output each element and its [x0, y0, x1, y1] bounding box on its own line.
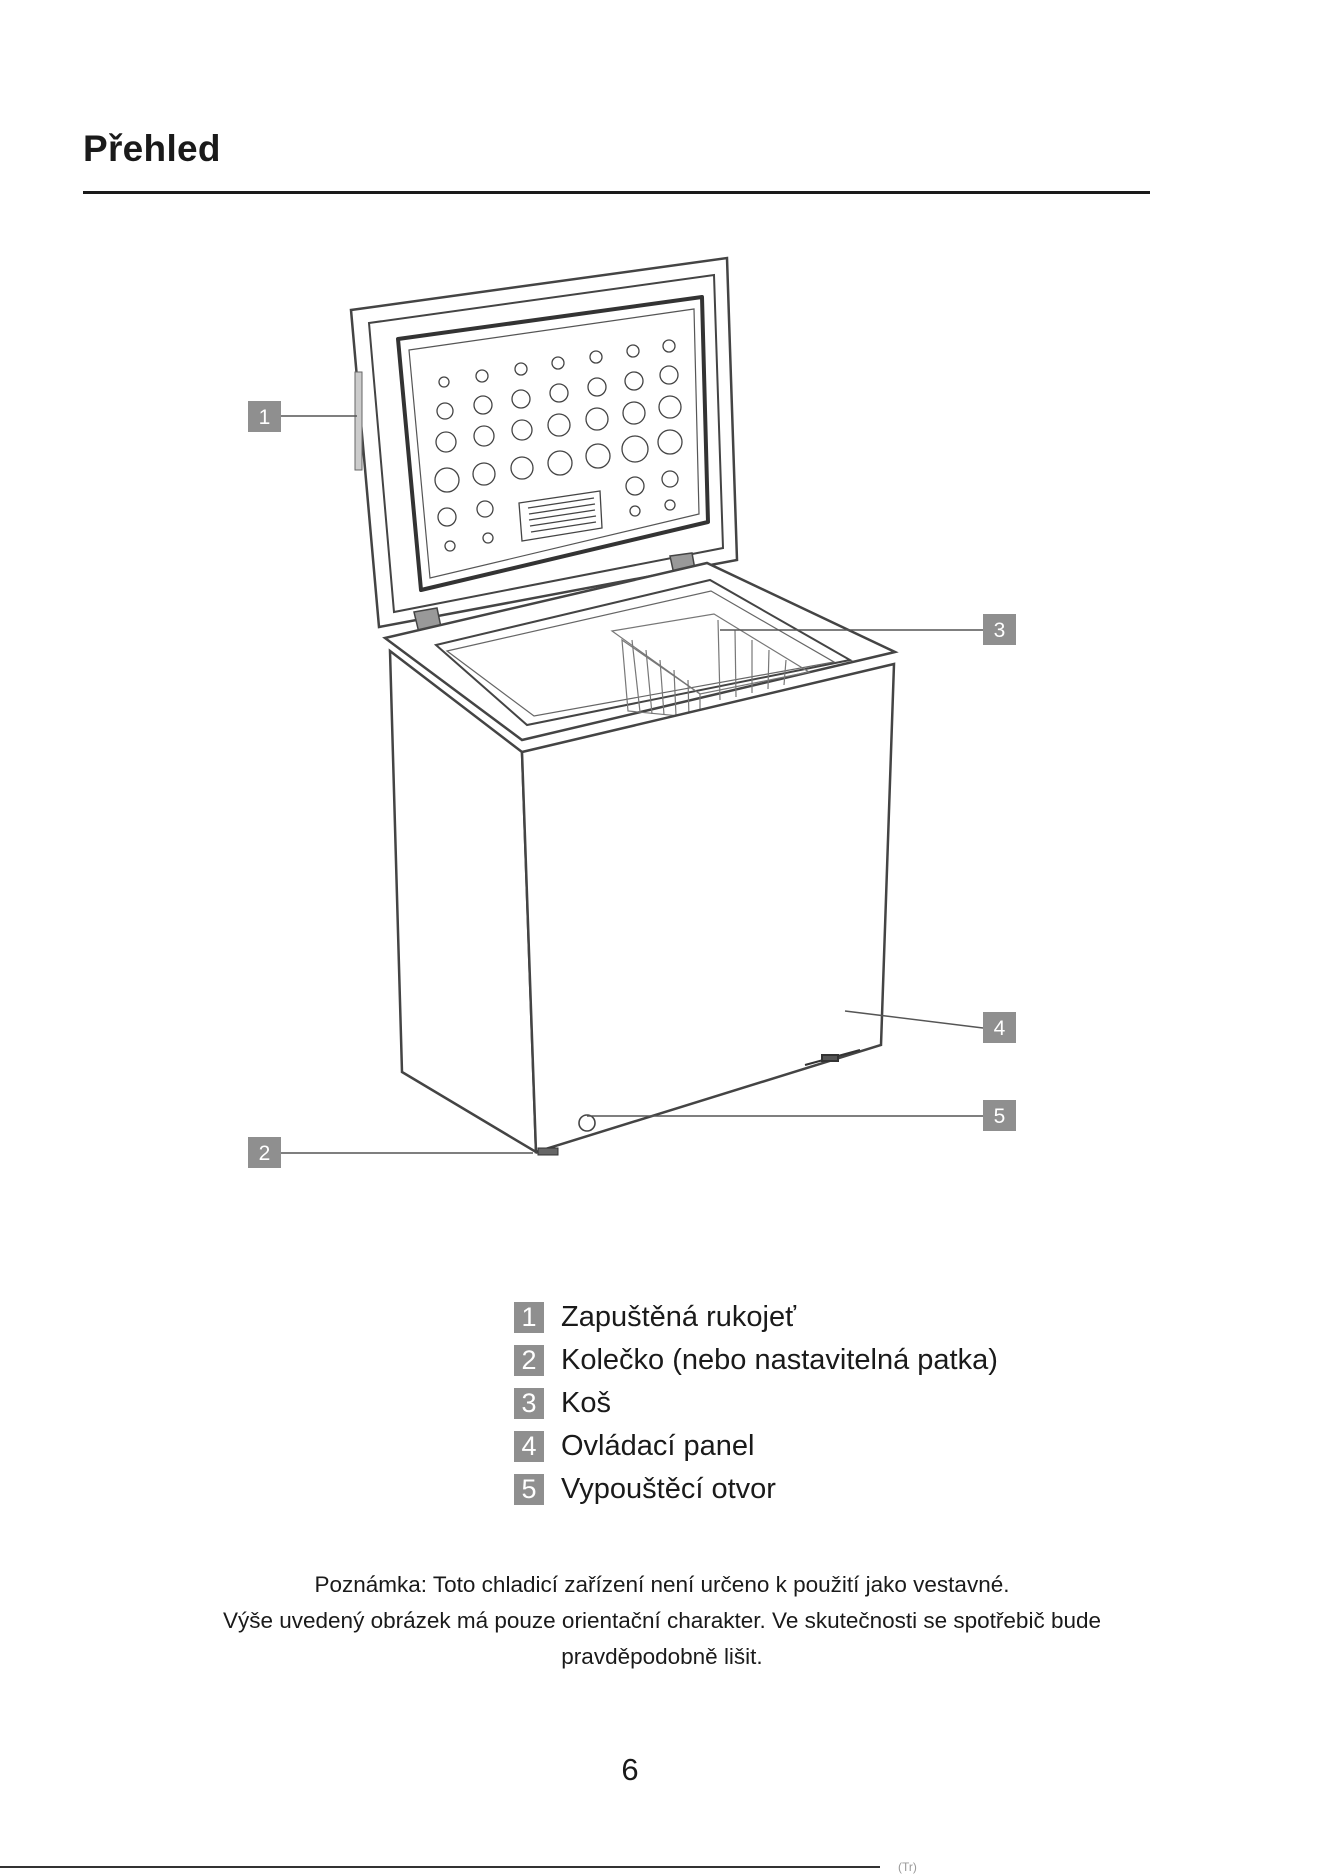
legend-label: Ovládací panel: [561, 1430, 754, 1463]
legend-label: Kolečko (nebo nastavitelná patka): [561, 1344, 998, 1377]
drain-outlet: [579, 1115, 595, 1131]
callout-4-number: 4: [994, 1017, 1006, 1040]
legend-label: Vypouštěcí otvor: [561, 1473, 776, 1506]
page-number: 6: [0, 1752, 1260, 1788]
legend-label: Koš: [561, 1387, 611, 1420]
legend-item: 2 Kolečko (nebo nastavitelná patka): [514, 1339, 998, 1382]
footer-rule: [0, 1866, 880, 1868]
legend-item: 1 Zapuštěná rukojeť: [514, 1296, 998, 1339]
note: Poznámka: Toto chladicí zařízení není ur…: [0, 1567, 1324, 1675]
callout-3-number: 3: [994, 619, 1006, 642]
legend-number: 3: [514, 1388, 544, 1419]
note-line-1: Poznámka: Toto chladicí zařízení není ur…: [0, 1567, 1324, 1603]
cabinet-front: [522, 664, 894, 1152]
legend-number: 1: [514, 1302, 544, 1333]
caster: [538, 1148, 558, 1155]
legend-label: Zapuštěná rukojeť: [561, 1301, 796, 1334]
legend-number: 4: [514, 1431, 544, 1462]
legend-item: 3 Koš: [514, 1382, 998, 1425]
legend-item: 4 Ovládací panel: [514, 1425, 998, 1468]
legend-number: 2: [514, 1345, 544, 1376]
callout-4: 4: [983, 1012, 1016, 1043]
note-line-2: Výše uvedený obrázek má pouze orientační…: [0, 1603, 1324, 1639]
callout-2-number: 2: [259, 1142, 271, 1165]
callout-5-number: 5: [994, 1105, 1006, 1128]
callout-3: 3: [983, 614, 1016, 645]
legend-item: 5 Vypouštěcí otvor: [514, 1468, 998, 1511]
legend-number: 5: [514, 1474, 544, 1505]
callout-5: 5: [983, 1100, 1016, 1131]
legend: 1 Zapuštěná rukojeť 2 Kolečko (nebo nast…: [514, 1296, 998, 1511]
callout-2: 2: [248, 1137, 281, 1168]
callout-1: 1: [248, 401, 281, 432]
callout-1-number: 1: [259, 406, 271, 429]
note-line-3: pravděpodobně lišit.: [0, 1639, 1324, 1675]
lid-handle: [355, 372, 362, 470]
